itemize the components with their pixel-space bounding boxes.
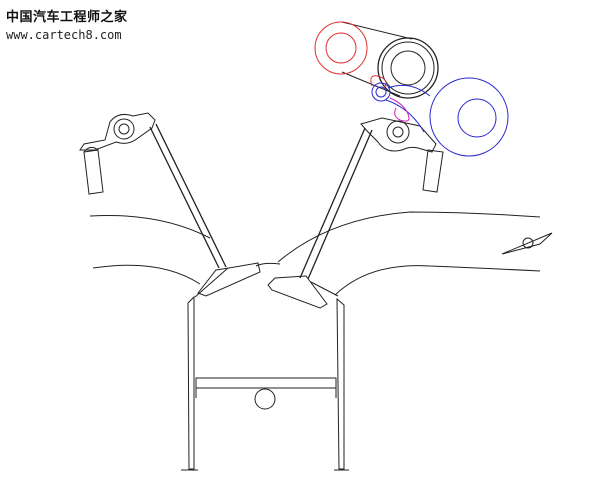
watermark-url: www.cartech8.com xyxy=(6,28,122,42)
intake-port xyxy=(89,215,211,285)
right-lash-adjuster xyxy=(422,149,444,193)
cylinder-wall-left xyxy=(181,295,198,471)
exhaust-port xyxy=(277,211,541,296)
left-valve-stem xyxy=(149,123,227,269)
left-lash-adjuster xyxy=(83,146,104,195)
blue-eccentric-cam xyxy=(371,77,509,157)
right-rocker-arm xyxy=(360,117,437,153)
piston xyxy=(195,377,337,398)
red-eccentric-cam xyxy=(314,21,387,89)
right-valve-stem xyxy=(299,127,373,280)
combustion-chamber xyxy=(194,262,339,298)
left-rocker-pivot xyxy=(113,118,135,140)
magenta-linkage xyxy=(389,97,410,122)
left-valve-head xyxy=(197,262,261,297)
left-rocker-arm xyxy=(79,112,156,151)
piston-pin xyxy=(254,388,276,410)
fuel-injector xyxy=(501,232,553,255)
right-valve-head xyxy=(267,275,328,309)
cylinder-wall-right xyxy=(334,297,349,471)
watermark-title: 中国汽车工程师之家 xyxy=(6,10,128,25)
camshaft xyxy=(341,21,439,99)
watermark: 中国汽车工程师之家 www.cartech8.com xyxy=(6,6,128,42)
right-rocker-pivot xyxy=(386,120,410,144)
